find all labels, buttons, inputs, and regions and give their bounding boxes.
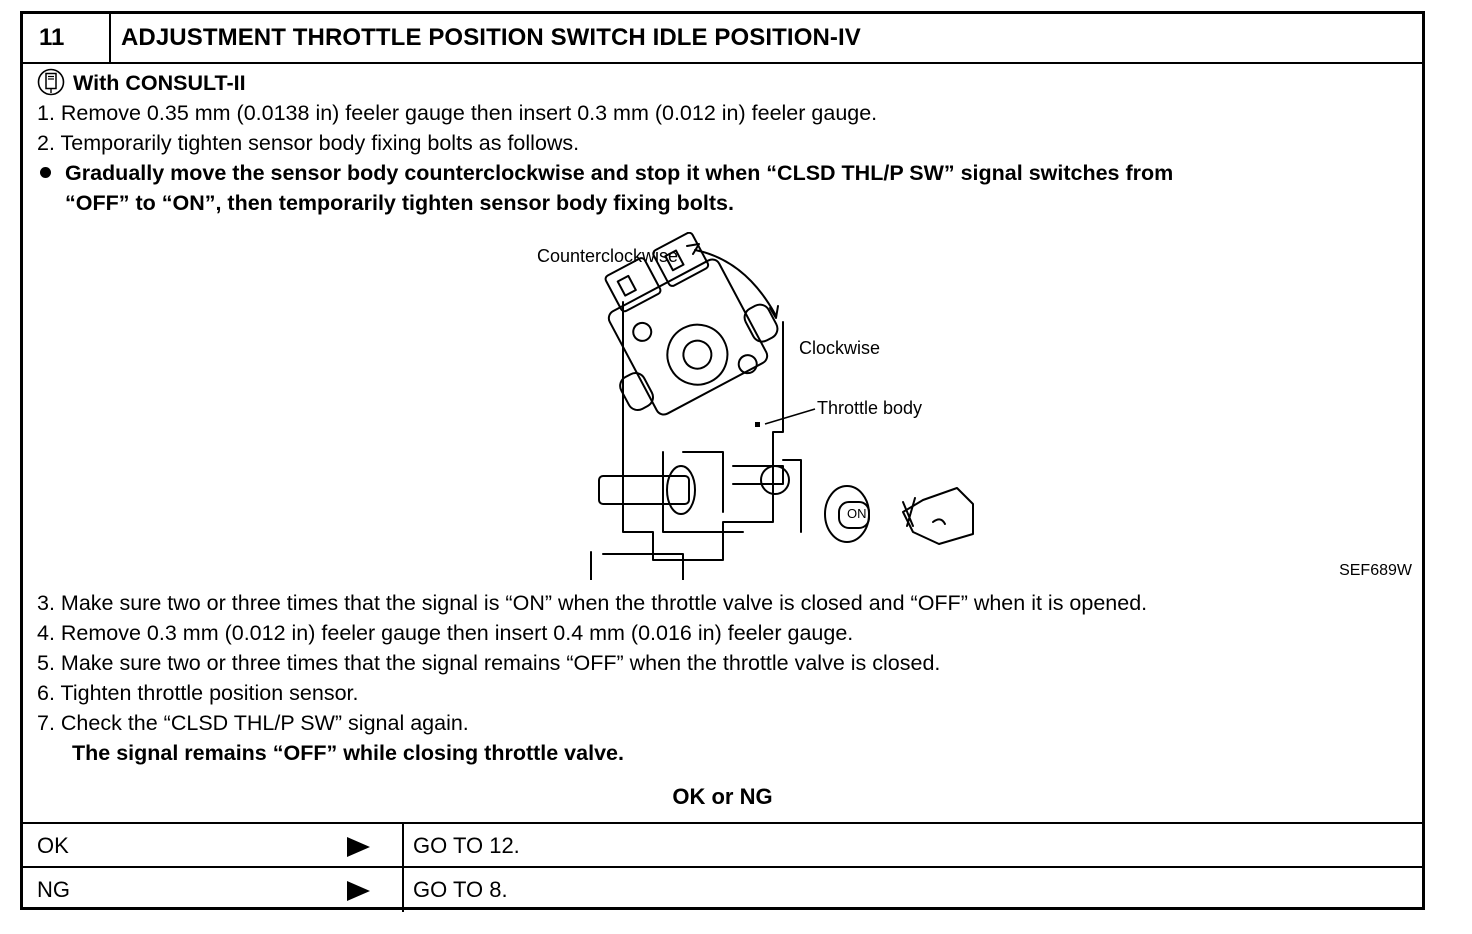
step-header: 11 ADJUSTMENT THROTTLE POSITION SWITCH I… <box>23 14 1422 64</box>
step-7: 7. Check the “CLSD THL/P SW” signal agai… <box>37 711 469 735</box>
step-4: 4. Remove 0.3 mm (0.012 in) feeler gauge… <box>37 621 854 645</box>
step-3: 3. Make sure two or three times that the… <box>37 591 1148 615</box>
result-question: OK or NG <box>672 784 773 809</box>
result-ng-cell: NG <box>23 868 404 912</box>
consult-tool-icon <box>37 68 65 96</box>
result-ok-cell: OK <box>23 824 404 868</box>
result-row-ok: OK GO TO 12. <box>23 822 1422 868</box>
step-5: 5. Make sure two or three times that the… <box>37 651 941 675</box>
step-6: 6. Tighten throttle position sensor. <box>37 681 359 705</box>
figure-code: SEF689W <box>1339 562 1412 579</box>
label-clockwise: Clockwise <box>799 338 881 358</box>
bullet-line-1: Gradually move the sensor body countercl… <box>65 161 1174 185</box>
step-2: 2. Temporarily tighten sensor body fixin… <box>37 131 580 155</box>
result-ng-action: GO TO 8. <box>413 877 508 902</box>
throttle-body-diagram <box>590 232 974 580</box>
consult-label: With CONSULT-II <box>73 71 246 95</box>
bullet-item: Gradually move the sensor body countercl… <box>37 158 1173 188</box>
step-title: ADJUSTMENT THROTTLE POSITION SWITCH IDLE… <box>121 24 861 51</box>
key-on-text: ON <box>847 506 867 521</box>
bullet-dot-icon <box>40 167 51 178</box>
procedure-table: 11 ADJUSTMENT THROTTLE POSITION SWITCH I… <box>20 11 1425 912</box>
result-ok-action: GO TO 12. <box>413 833 520 858</box>
result-row-ng: NG GO TO 8. <box>23 866 1422 912</box>
consult-heading: With CONSULT-II <box>37 68 246 98</box>
arrow-right-icon <box>347 881 370 901</box>
label-counterclockwise: Counterclockwise <box>537 246 679 266</box>
step-1: 1. Remove 0.35 mm (0.0138 in) feeler gau… <box>37 101 878 125</box>
throttle-sensor-illustration: Counterclockwise Clockwise Throttle body… <box>483 232 1443 580</box>
result-ng-label: NG <box>37 877 70 902</box>
result-ok-label: OK <box>37 833 69 858</box>
step-number: 11 <box>23 14 111 62</box>
arrow-right-icon <box>347 837 370 857</box>
bullet-line-2: “OFF” to “ON”, then temporarily tighten … <box>65 191 734 215</box>
label-throttle-body: Throttle body <box>817 398 923 418</box>
step-7-note: The signal remains “OFF” while closing t… <box>72 741 624 765</box>
